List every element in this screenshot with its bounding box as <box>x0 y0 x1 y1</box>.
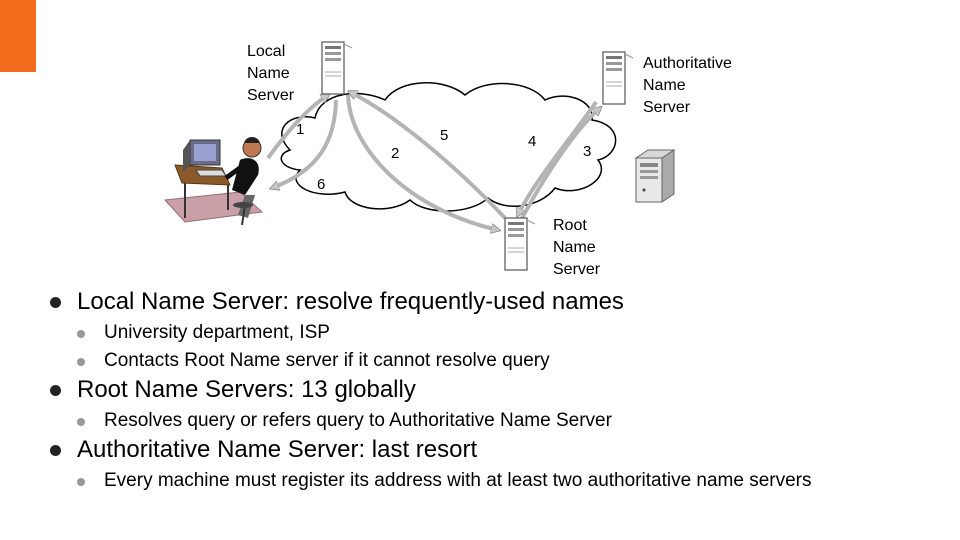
arrow-1 <box>266 95 328 160</box>
step-label: 6 <box>317 176 326 193</box>
step-label: 3 <box>583 143 592 160</box>
bullet-dot-icon <box>77 478 85 486</box>
bullet-dot-icon <box>77 330 85 338</box>
bullet-dot-icon <box>77 418 85 426</box>
bullet-dot-icon <box>77 358 85 366</box>
accent-bar <box>0 0 36 72</box>
step-label: 4 <box>528 133 537 150</box>
arrow-3 <box>518 108 600 223</box>
sub-bullet-item: Contacts Root Name server if it cannot r… <box>50 349 930 373</box>
step-label: 5 <box>440 127 449 144</box>
bullet-item: Authoritative Name Server: last resort <box>50 435 930 465</box>
bullet-item: Local Name Server: resolve frequently-us… <box>50 287 930 317</box>
local-name-server-label: Local Name Server <box>247 43 295 104</box>
bullet-dot-icon <box>50 385 61 396</box>
bullet-list: Local Name Server: resolve frequently-us… <box>50 285 930 493</box>
server-icon <box>321 41 353 95</box>
step-label: 1 <box>296 121 305 138</box>
step-label: 2 <box>391 145 400 162</box>
arrow-4 <box>518 100 598 215</box>
cloud-icon <box>280 82 617 212</box>
sub-bullet-text: Resolves query or refers query to Author… <box>104 410 612 431</box>
user-at-computer-icon <box>163 137 264 226</box>
bullet-item: Root Name Servers: 13 globally <box>50 375 930 405</box>
sub-bullet-text: Contacts Root Name server if it cannot r… <box>104 350 550 371</box>
dns-diagram: Local Name Server Authoritative Name Ser… <box>163 41 732 278</box>
bullet-text: Root Name Servers: 13 globally <box>77 376 416 403</box>
bullet-dot-icon <box>50 297 61 308</box>
sub-bullet-text: University department, ISP <box>104 322 330 343</box>
root-name-server-label: Root Name Server <box>553 217 601 278</box>
server-tower-icon <box>634 149 676 203</box>
server-icon <box>602 51 634 105</box>
query-arrows <box>266 90 600 230</box>
bullet-text: Authoritative Name Server: last resort <box>77 436 478 463</box>
sub-bullet-item: Every machine must register its address … <box>50 469 930 493</box>
bullet-dot-icon <box>50 445 61 456</box>
arrow-6 <box>272 99 338 188</box>
sub-bullet-text: Every machine must register its address … <box>104 470 812 491</box>
arrow-5 <box>350 90 507 220</box>
authoritative-name-server-label: Authoritative Name Server <box>643 55 732 116</box>
diagram-canvas <box>163 41 676 271</box>
bullet-text: Local Name Server: resolve frequently-us… <box>77 288 624 315</box>
sub-bullet-item: University department, ISP <box>50 321 930 345</box>
arrow-2 <box>346 94 498 230</box>
sub-bullet-item: Resolves query or refers query to Author… <box>50 409 930 433</box>
server-icon <box>504 217 536 271</box>
